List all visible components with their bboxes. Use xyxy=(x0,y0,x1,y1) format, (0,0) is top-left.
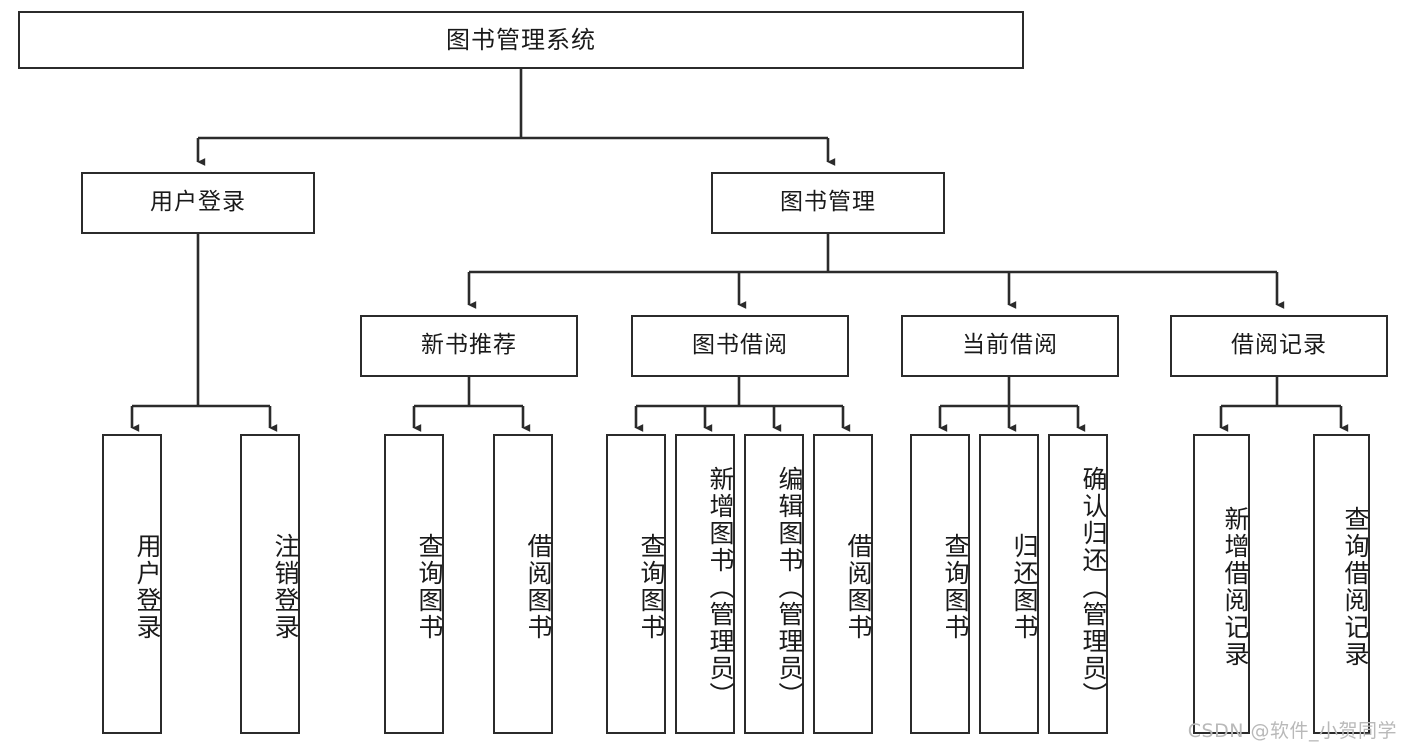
node-current-borrow-label: 当前借阅 xyxy=(962,332,1058,359)
leaf-add-borrow-record[interactable]: 新增借阅记录 xyxy=(1193,434,1250,734)
node-user-login[interactable]: 用户登录 xyxy=(81,172,315,234)
leaf-confirm-return-admin-label: 确认归还（管理员） xyxy=(1079,465,1108,709)
leaf-confirm-return-admin[interactable]: 确认归还（管理员） xyxy=(1048,434,1108,734)
leaf-user-login-label: 用户登录 xyxy=(133,533,162,641)
node-book-borrow[interactable]: 图书借阅 xyxy=(631,315,849,377)
node-book-borrow-label: 图书借阅 xyxy=(692,332,788,359)
node-root-label: 图书管理系统 xyxy=(446,25,596,54)
leaf-return-book-label: 归还图书 xyxy=(1010,533,1039,641)
leaf-query-book-1-label: 查询图书 xyxy=(415,533,444,641)
leaf-query-borrow-record[interactable]: 查询借阅记录 xyxy=(1313,434,1370,734)
leaf-borrow-book-2-label: 借阅图书 xyxy=(844,533,873,641)
leaf-logout-login[interactable]: 注销登录 xyxy=(240,434,300,734)
node-book-management-label: 图书管理 xyxy=(780,189,876,216)
leaf-query-book-1[interactable]: 查询图书 xyxy=(384,434,444,734)
node-root-system[interactable]: 图书管理系统 xyxy=(18,11,1024,69)
leaf-borrow-book-2[interactable]: 借阅图书 xyxy=(813,434,873,734)
leaf-logout-login-label: 注销登录 xyxy=(271,533,300,641)
leaf-query-borrow-record-label: 查询借阅记录 xyxy=(1341,506,1370,668)
leaf-edit-book-admin-label: 编辑图书（管理员） xyxy=(775,465,804,709)
leaf-query-book-3[interactable]: 查询图书 xyxy=(910,434,970,734)
leaf-borrow-book-1[interactable]: 借阅图书 xyxy=(493,434,553,734)
leaf-query-book-3-label: 查询图书 xyxy=(941,533,970,641)
csdn-watermark: CSDN @软件_小贺同学 xyxy=(1187,720,1397,742)
leaf-query-book-2-label: 查询图书 xyxy=(637,533,666,641)
leaf-add-borrow-record-label: 新增借阅记录 xyxy=(1221,506,1250,668)
node-new-book-recommend[interactable]: 新书推荐 xyxy=(360,315,578,377)
leaf-edit-book-admin[interactable]: 编辑图书（管理员） xyxy=(744,434,804,734)
leaf-return-book[interactable]: 归还图书 xyxy=(979,434,1039,734)
node-borrow-record-label: 借阅记录 xyxy=(1231,332,1327,359)
node-new-book-recommend-label: 新书推荐 xyxy=(421,332,517,359)
node-borrow-record[interactable]: 借阅记录 xyxy=(1170,315,1388,377)
leaf-user-login[interactable]: 用户登录 xyxy=(102,434,162,734)
node-user-login-label: 用户登录 xyxy=(150,189,246,216)
leaf-query-book-2[interactable]: 查询图书 xyxy=(606,434,666,734)
leaf-add-book-admin[interactable]: 新增图书（管理员） xyxy=(675,434,735,734)
node-book-management[interactable]: 图书管理 xyxy=(711,172,945,234)
node-current-borrow[interactable]: 当前借阅 xyxy=(901,315,1119,377)
leaf-add-book-admin-label: 新增图书（管理员） xyxy=(706,465,735,709)
leaf-borrow-book-1-label: 借阅图书 xyxy=(524,533,553,641)
